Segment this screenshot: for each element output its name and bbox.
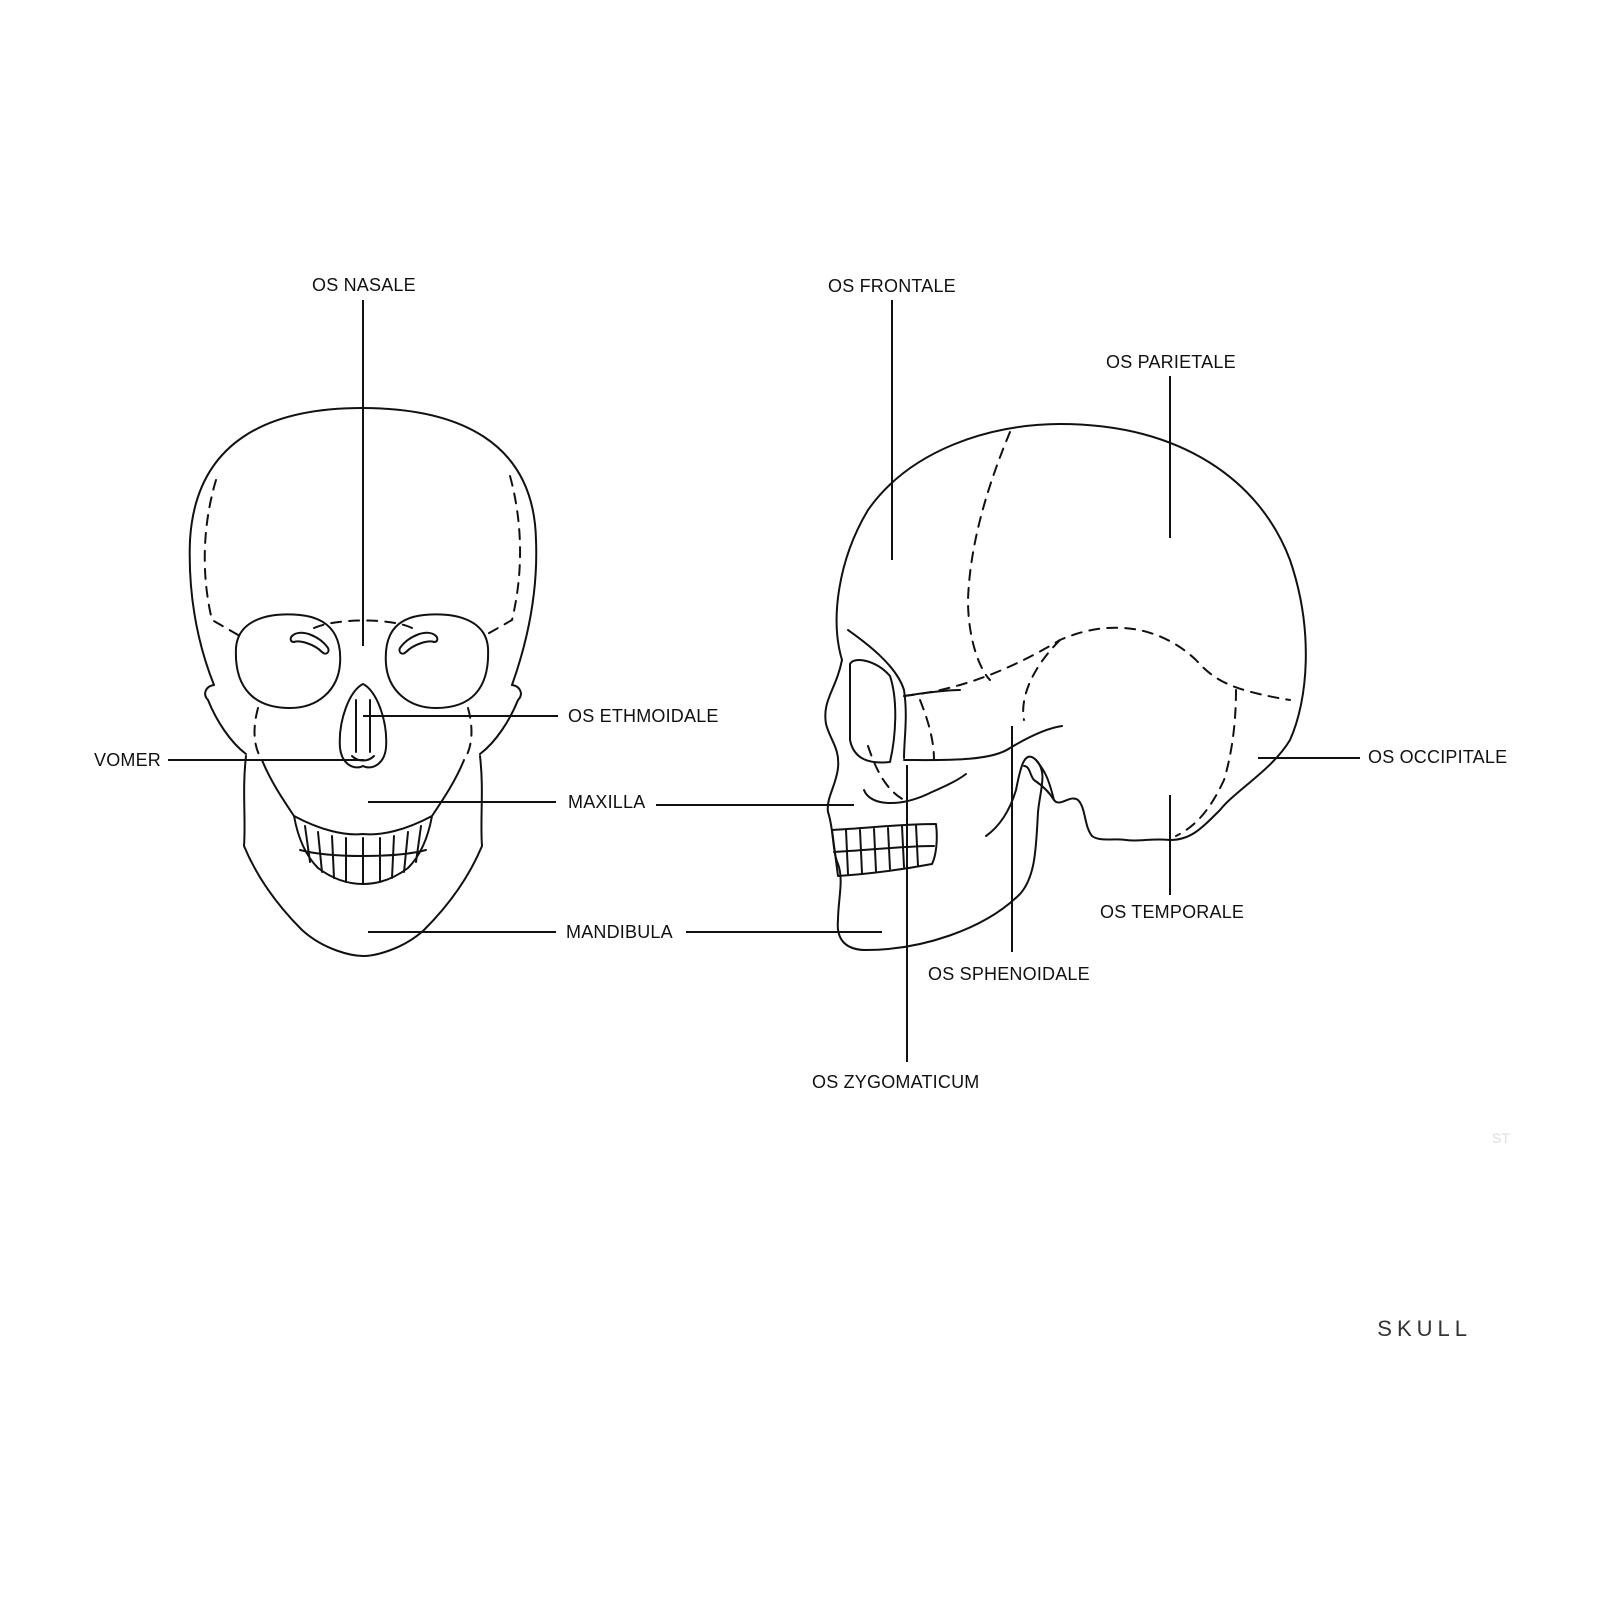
sphenoid-suture <box>1022 639 1061 721</box>
label-maxilla: MAXILLA <box>568 792 646 812</box>
label-os-sphenoidale: OS SPHENOIDALE <box>928 964 1090 984</box>
nasal-cavity <box>338 683 388 769</box>
front-nasal-suture <box>313 619 413 629</box>
right-orbit <box>384 613 490 709</box>
left-orbital-fissure <box>289 631 330 655</box>
side-orbit-rim <box>847 629 907 759</box>
label-os-nasale: OS NASALE <box>312 275 416 295</box>
skull-side-view <box>824 423 1307 951</box>
side-maxilla <box>863 773 967 804</box>
label-mandibula: MANDIBULA <box>566 922 673 942</box>
coronal-suture <box>966 431 1011 681</box>
label-os-occipitale: OS OCCIPITALE <box>1368 747 1508 767</box>
front-teeth-gaps <box>299 825 427 885</box>
page-title: SKULL <box>1377 1316 1472 1341</box>
corner-mark: ST <box>1492 1130 1510 1146</box>
side-cranium-outline <box>835 423 1307 842</box>
front-left-zygomatic-suture <box>253 707 263 761</box>
leader-lines <box>168 300 1360 1062</box>
label-os-temporale: OS TEMPORALE <box>1100 902 1245 922</box>
front-right-zygomatic-suture <box>463 707 473 761</box>
side-mastoid-process <box>1035 759 1055 801</box>
label-os-parietale: OS PARIETALE <box>1106 352 1236 372</box>
label-os-zygomaticum: OS ZYGOMATICUM <box>812 1072 980 1092</box>
front-left-temporal-suture <box>203 479 241 637</box>
front-right-zygoma <box>479 684 522 755</box>
left-orbit <box>234 613 342 709</box>
side-teeth-gaps <box>833 824 935 875</box>
maxilla-suture-side <box>867 745 905 801</box>
side-orbit <box>849 659 897 764</box>
front-maxilla-inner <box>261 759 465 817</box>
label-os-ethmoidale: OS ETHMOIDALE <box>568 706 719 726</box>
label-os-frontale: OS FRONTALE <box>828 276 956 296</box>
label-vomer: VOMER <box>94 750 162 770</box>
front-left-zygoma <box>204 684 247 755</box>
zygomatic-suture-side <box>919 699 935 761</box>
side-face-profile <box>824 659 843 813</box>
lambdoid-suture <box>1175 689 1237 837</box>
front-mandible-outline <box>243 755 483 957</box>
side-teeth <box>831 823 938 877</box>
squamous-suture <box>903 626 1291 701</box>
front-upper-teeth <box>293 815 433 885</box>
nasal-septum <box>351 699 375 762</box>
front-right-temporal-suture <box>483 475 522 637</box>
right-orbital-fissure <box>398 631 439 655</box>
side-zygomatic-arch <box>903 725 1063 762</box>
skull-front-view <box>188 407 538 957</box>
